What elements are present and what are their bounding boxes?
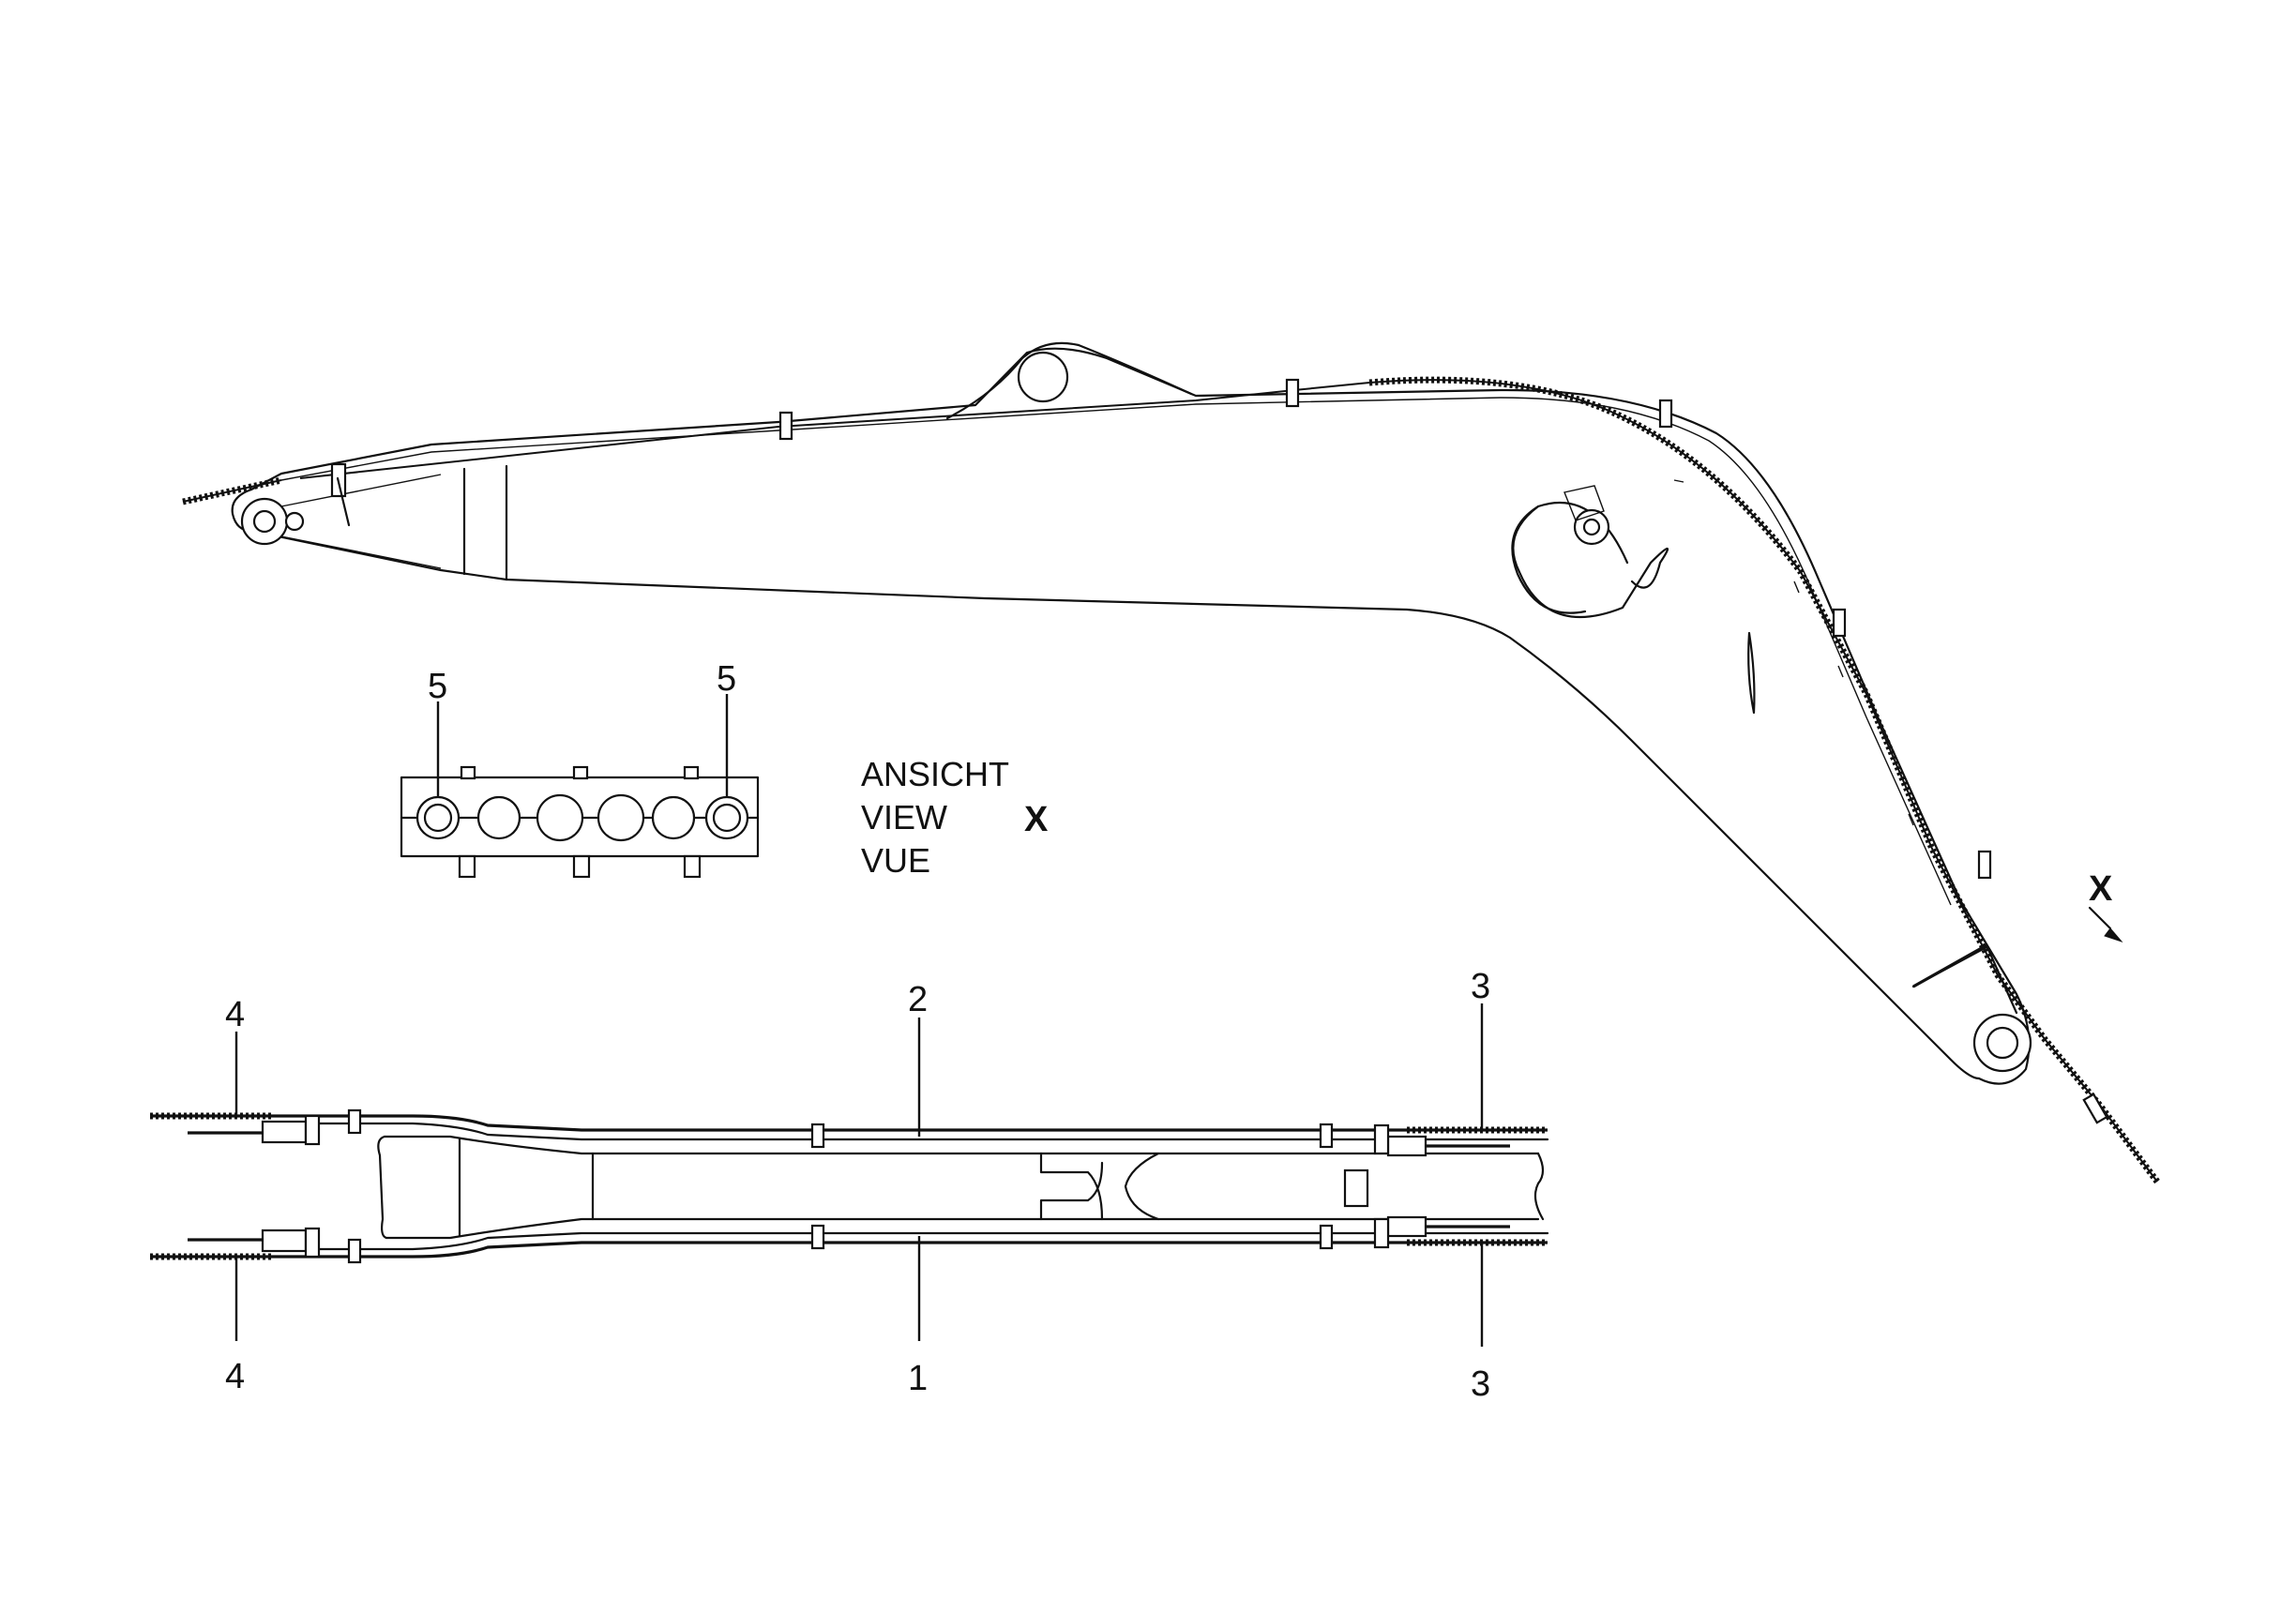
boom-top-flange — [280, 397, 1952, 906]
view-caption-en: VIEW — [861, 798, 947, 837]
web-slot — [1747, 631, 1756, 715]
callout-4-top: 4 — [225, 995, 245, 1034]
direction-arrow-head — [2104, 927, 2123, 943]
hose-clamp-4 — [1658, 399, 1673, 429]
upper-pipe-inner — [279, 1122, 1549, 1141]
boom-nose-small-pin — [284, 511, 305, 532]
clamp-bolt-bottom-1 — [458, 854, 476, 879]
clamp-hole-6-inner — [712, 803, 742, 833]
view-x-clamp-detail: 5 5 ANSICHT VIEW VUE X — [400, 659, 1049, 880]
hose-clamp-5 — [1832, 608, 1847, 638]
pipe-clamp-lower-2 — [810, 1224, 825, 1250]
foot-stiffener-bar — [1912, 943, 1987, 988]
fitting-right-lower — [1386, 1215, 1427, 1238]
boom-side-view: X — [182, 341, 2160, 1184]
callout-3-top: 3 — [1471, 967, 1490, 1006]
hose-sheathed-bend — [1368, 376, 2160, 1184]
hose-core-bend — [1368, 379, 2158, 1183]
stiffener-left — [462, 464, 508, 581]
clamp-bolt-bottom-3 — [683, 854, 702, 879]
boom-plan-web-bottom — [385, 1217, 1540, 1240]
nose-clamp-stub — [336, 476, 351, 527]
boom-top-outline — [249, 347, 2031, 1085]
clamp-bolt-top-2 — [572, 765, 589, 780]
top-lug — [945, 341, 1193, 420]
clamp-hole-4 — [597, 793, 645, 842]
pipe-clamp-upper-1 — [347, 1108, 362, 1135]
callout-4-bottom: 4 — [225, 1357, 245, 1396]
boom-plan-yoke — [1039, 1152, 1104, 1221]
clamp-hole-2 — [476, 795, 521, 840]
cylinder-mount-pin-inner — [1582, 518, 1601, 536]
fitting-left-lower-nut — [304, 1227, 321, 1259]
view-caption-fr: VUE — [861, 841, 930, 880]
web-dash-2 — [1793, 580, 1800, 594]
callout-2: 2 — [908, 980, 928, 1019]
direction-arrow-shaft — [2088, 906, 2112, 930]
boom-plan-outline-top — [377, 1135, 388, 1240]
clamp-bolt-top-1 — [460, 765, 476, 780]
callout-1: 1 — [908, 1359, 928, 1398]
fitting-right-upper — [1386, 1135, 1427, 1157]
web-dash-4 — [1908, 813, 1914, 826]
callout-3-bottom: 3 — [1471, 1364, 1490, 1404]
pipe-clamp-lower-3 — [1319, 1224, 1334, 1250]
clamp-hole-1-inner — [423, 803, 453, 833]
top-lug-pin — [1017, 351, 1069, 403]
pipe-clamp-upper-2 — [810, 1123, 825, 1149]
cylinder-mount-bracket — [1563, 485, 1605, 521]
boom-top-view: 4 4 2 1 3 3 — [150, 967, 1549, 1404]
fitting-right-upper-nut — [1373, 1123, 1390, 1155]
callout-5-left: 5 — [428, 667, 447, 706]
cylinder-mount-arc — [1511, 505, 1587, 614]
boom-plan-web — [383, 1135, 1540, 1155]
hose-line-top — [299, 382, 1370, 479]
clamp-hole-5 — [651, 795, 696, 840]
view-caption-de: ANSICHT — [861, 755, 1009, 793]
nose-link-lower — [280, 535, 442, 569]
boom-bottom-outline — [249, 529, 1981, 1080]
hose-clamp-3 — [1285, 378, 1300, 408]
clamp-bolt-top-3 — [683, 765, 700, 780]
boom-nose-pin-inner — [252, 509, 277, 534]
lower-pipe-inner — [279, 1231, 1549, 1251]
view-caption-letter: X — [1024, 800, 1049, 839]
fitting-right-lower-nut — [1373, 1217, 1390, 1249]
boom-plan-yoke-curve — [1124, 1152, 1160, 1221]
boom-plan-slot — [1343, 1168, 1369, 1208]
fitting-left-upper-nut — [304, 1114, 321, 1146]
web-dash-1 — [1673, 479, 1684, 483]
hose-clamp-7 — [2082, 1093, 2108, 1124]
direction-marker-x: X — [2089, 869, 2113, 909]
fitting-left-lower — [261, 1229, 308, 1253]
callout-5-right: 5 — [717, 659, 736, 699]
pipe-clamp-lower-1 — [347, 1238, 362, 1264]
pipe-clamp-upper-3 — [1319, 1123, 1334, 1149]
foot-pin-inner — [1986, 1026, 2019, 1060]
clamp-bolt-bottom-2 — [572, 854, 591, 879]
boom-plan-break — [1533, 1152, 1545, 1221]
nose-link-upper — [280, 474, 442, 507]
hose-clamp-2 — [778, 411, 793, 441]
hose-line-left — [182, 479, 282, 503]
hose-clamp-6 — [1977, 850, 1992, 880]
web-dash-3 — [1837, 665, 1844, 678]
clamp-hole-3 — [536, 793, 584, 842]
fitting-left-upper — [261, 1120, 308, 1144]
